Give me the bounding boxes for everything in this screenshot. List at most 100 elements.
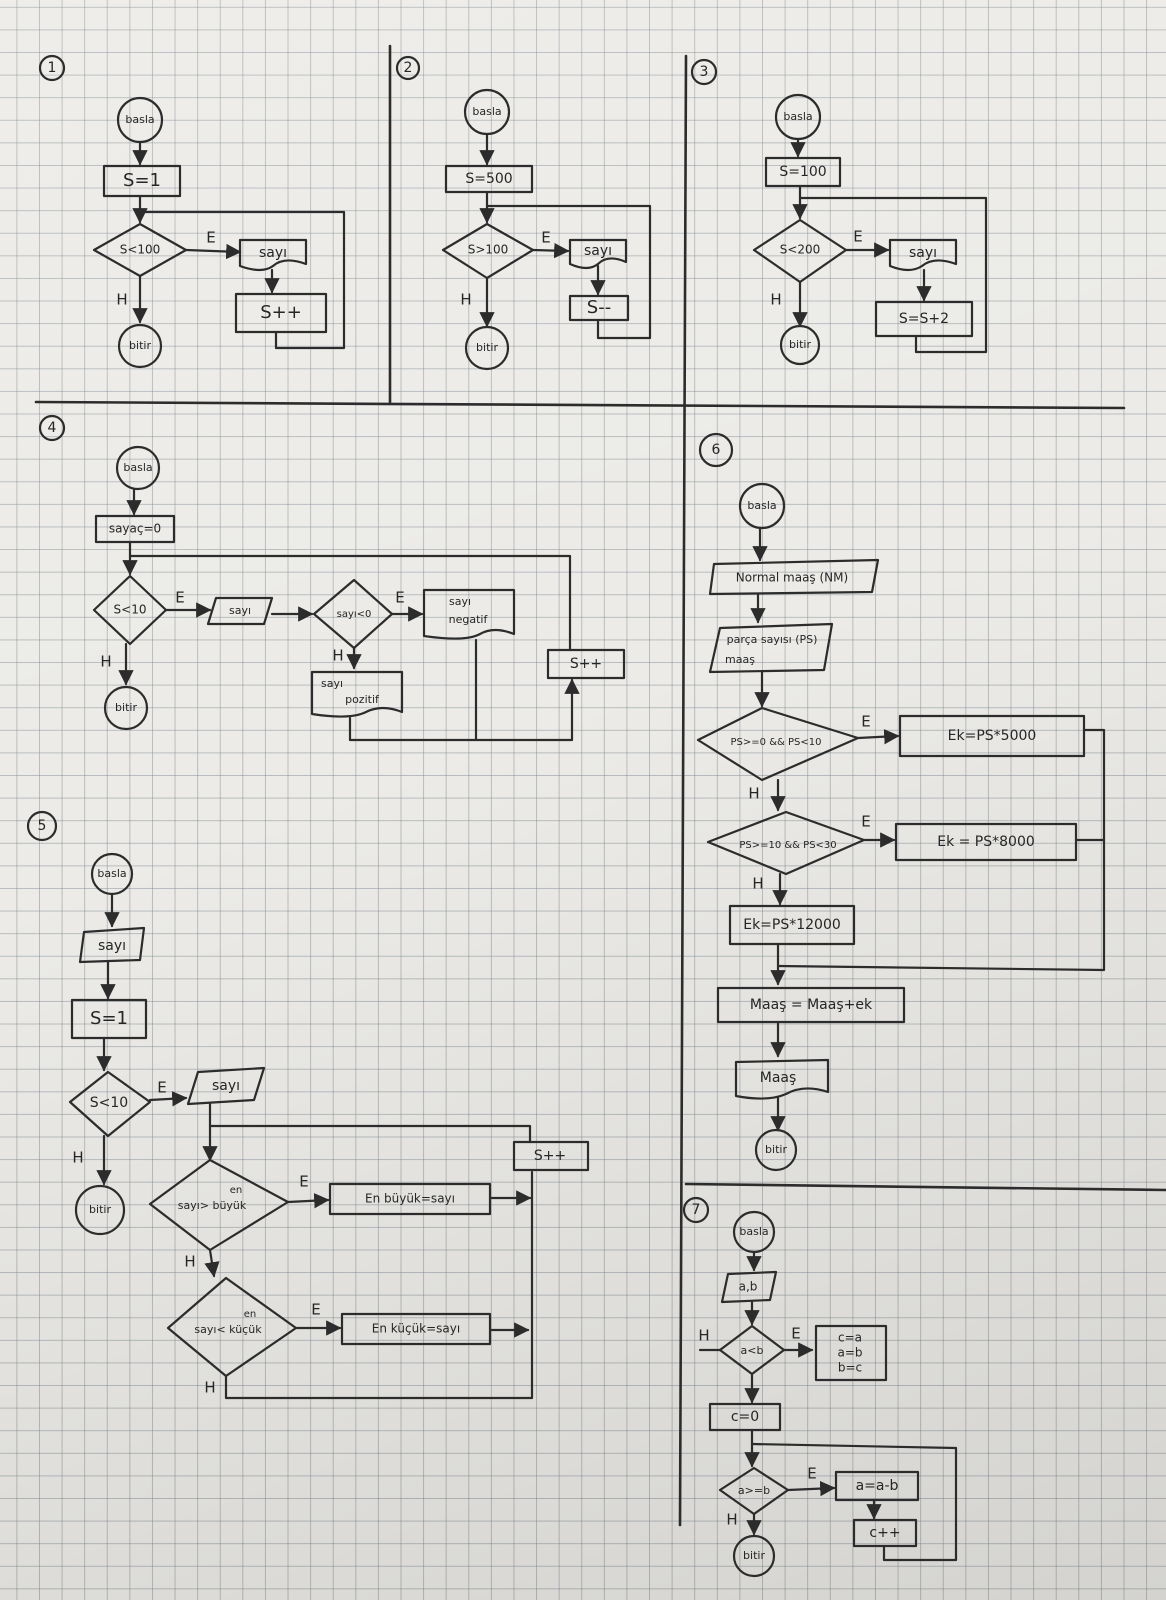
total-process (716, 986, 906, 1024)
section-number-badge (38, 414, 66, 442)
loop-condition: S<10 (90, 1095, 128, 1111)
end-label: bitir (89, 1203, 111, 1216)
end-label: bitir (476, 341, 498, 354)
update-process (234, 292, 328, 334)
loop-condition: S>100 (468, 243, 509, 257)
negative-output (422, 588, 516, 640)
yes-label: E (791, 1325, 800, 1343)
no-label: H (100, 653, 111, 671)
input-document (238, 238, 308, 272)
positive-line1: sayı (321, 677, 343, 690)
end-label: bitir (789, 338, 811, 351)
swap-process (814, 1324, 888, 1382)
start-node (115, 445, 161, 491)
section-number-badge (38, 54, 66, 82)
end-label: bitir (743, 1549, 765, 1562)
subtract-process (834, 1470, 920, 1502)
total-label: Maaş = Maaş+ek (750, 997, 873, 1013)
max-condition: sayı> büyük (178, 1199, 247, 1212)
flowchart-5: 5 basla sayı S=1 S<10 E sayı S++ en sayı… (26, 810, 590, 1400)
init-process (102, 164, 182, 198)
init-label: S=100 (779, 164, 826, 180)
init-process (94, 514, 176, 544)
yes-label: E (299, 1173, 308, 1191)
output-label: Maaş (760, 1070, 797, 1086)
end-node (779, 324, 821, 366)
swap-step3: b=c (838, 1361, 862, 1375)
section-number: 4 (48, 420, 57, 436)
end-node (74, 1184, 126, 1236)
flowchart-2: 2 basla S=500 S>100 E sayı S-- H bitir (395, 55, 652, 371)
update-process (512, 1140, 590, 1172)
min-condition-top: en (244, 1309, 257, 1320)
section-number-badge (26, 810, 58, 842)
no-label: H (726, 1511, 737, 1529)
init-process (764, 156, 842, 188)
no-label: H (332, 647, 343, 665)
end-node (732, 1534, 776, 1578)
end-node (103, 685, 149, 731)
no-label: H (748, 785, 759, 803)
bonus1-label: Ek=PS*5000 (948, 728, 1037, 744)
section-number: 1 (48, 60, 57, 76)
start-label: basla (123, 461, 152, 474)
input-parallelogram (78, 926, 146, 964)
section-number: 6 (712, 442, 721, 458)
init-label: S=1 (123, 170, 161, 191)
init-label: c=0 (731, 1409, 759, 1425)
bonus2-label: Ek = PS*8000 (937, 834, 1035, 850)
yes-label: E (157, 1079, 166, 1097)
update-label: S-- (587, 297, 611, 318)
min-condition: sayı< küçük (194, 1323, 262, 1336)
start-label: basla (97, 867, 126, 880)
yes-label: E (853, 228, 862, 246)
section-number: 3 (700, 64, 709, 80)
increment-label: c++ (869, 1525, 900, 1541)
no-label: H (770, 291, 781, 309)
update-label: S++ (570, 656, 602, 672)
input-label: a,b (739, 1280, 758, 1294)
no-label: H (72, 1149, 83, 1167)
negative-line2: negatif (449, 613, 489, 626)
min-assign-label: En küçük=sayı (372, 1322, 460, 1336)
yes-label: E (175, 589, 184, 607)
init-process (70, 998, 148, 1040)
section-number-badge (395, 55, 421, 81)
input1-label: Normal maaş (NM) (736, 571, 848, 585)
start-label: basla (472, 105, 501, 118)
range1-condition: PS>=0 && PS<10 (731, 737, 822, 748)
no-label: H (116, 291, 127, 309)
no-label: H (204, 1379, 215, 1397)
yes-label: E (541, 229, 550, 247)
end-node (754, 1128, 798, 1172)
page-dividers (34, 44, 1166, 1527)
flowchart-4: 4 basla sayaç=0 S<10 E sayı sayı<0 E say… (38, 414, 626, 742)
input2-line1: parça sayısı (PS) (727, 633, 818, 646)
range1-decision (696, 706, 860, 782)
input-parallelogram (206, 596, 274, 626)
input-document (568, 238, 628, 270)
start-label: basla (783, 110, 812, 123)
input-label: sayı (259, 245, 287, 261)
update-process (874, 300, 974, 338)
init-label: S=500 (465, 171, 512, 187)
start-node (738, 482, 786, 530)
bonus1-process (898, 714, 1086, 758)
section-number: 5 (38, 818, 47, 834)
flowchart-1: 1 basla S=1 S<100 E sayı S++ H bitir (38, 54, 346, 369)
flowchart-7: 7 basla a,b a<b E H c=a a=b b=c c=0 a>=b… (682, 1196, 958, 1578)
input-parallelogram (720, 1270, 778, 1304)
divide-condition: a>=b (738, 1484, 770, 1497)
positive-line2: pozitif (345, 693, 380, 706)
swap-step1: c=a (838, 1331, 862, 1345)
input-label: sayı (229, 604, 251, 617)
end-node (464, 325, 510, 371)
init-label: sayaç=0 (109, 522, 161, 536)
bonus3-process (728, 904, 856, 946)
bonus2-process (894, 822, 1078, 862)
max-condition-top: en (230, 1185, 243, 1196)
section-number-badge (682, 1196, 710, 1224)
init-process (444, 164, 534, 194)
yes-label: E (861, 813, 870, 831)
yes-label: E (206, 229, 215, 247)
